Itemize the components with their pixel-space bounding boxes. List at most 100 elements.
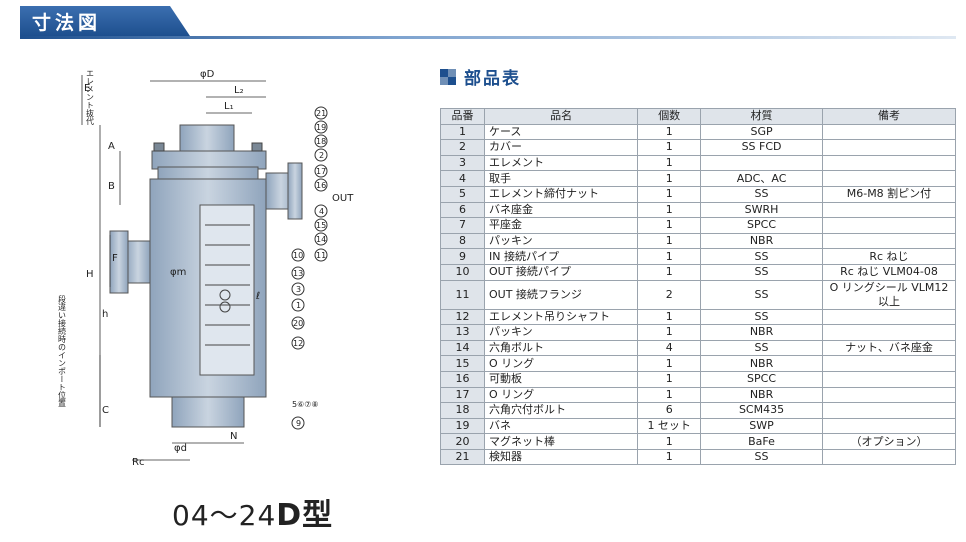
part-qty: 2 xyxy=(637,279,702,310)
part-qty: 1 xyxy=(637,139,702,156)
part-qty: 1 xyxy=(637,201,702,219)
banner-rule xyxy=(20,36,956,39)
model-caption: 04～24D型 xyxy=(172,490,333,534)
part-name: 六角穴付ボルト xyxy=(483,402,639,419)
callout-4: 4 xyxy=(319,207,324,216)
callout-12: 12 xyxy=(293,339,303,348)
parts-title: 部品表 xyxy=(464,69,521,89)
part-no: 9 xyxy=(440,248,485,265)
part-name: エレメント締付ナット xyxy=(483,185,639,203)
part-no: 2 xyxy=(440,139,485,156)
part-remarks xyxy=(821,201,957,219)
part-name: パッキン xyxy=(483,324,639,341)
part-name: 平座金 xyxy=(483,217,639,234)
part-name: 六角ボルト xyxy=(483,339,639,357)
section-title: 寸法図 xyxy=(32,12,102,34)
part-name: カバー xyxy=(483,139,639,156)
part-no: 17 xyxy=(440,386,485,404)
part-material: SS xyxy=(700,185,823,203)
part-remarks xyxy=(821,232,957,250)
part-remarks xyxy=(821,386,957,404)
dim-phim: φm xyxy=(170,267,186,278)
part-qty: 1 xyxy=(637,324,702,341)
dim-F: F xyxy=(112,253,118,264)
part-qty: 1 xyxy=(637,154,702,172)
callout-1: 1 xyxy=(296,301,301,310)
part-qty: 1 xyxy=(637,448,702,466)
model-range: 04～24 xyxy=(172,499,277,532)
callout-11: 11 xyxy=(316,251,326,260)
part-name: 取手 xyxy=(483,170,639,187)
part-material: SS xyxy=(700,248,823,265)
part-name: IN 接続パイプ xyxy=(483,248,639,265)
part-no: 6 xyxy=(440,201,485,219)
dim-B: B xyxy=(108,181,115,192)
part-material: SS xyxy=(700,279,823,310)
part-name: OUT 接続フランジ xyxy=(483,279,639,310)
part-qty: 1 xyxy=(637,263,702,281)
dim-E: E xyxy=(84,83,90,94)
dimension-drawing: φD L₂ L₁ E A B F H h φm C φd Rc N ℓ OUT … xyxy=(58,69,355,468)
part-material: BaFe xyxy=(700,433,823,450)
part-remarks xyxy=(821,448,957,466)
part-qty: 1 xyxy=(637,170,702,187)
section-banner xyxy=(20,6,190,36)
dim-out: OUT xyxy=(332,193,354,204)
part-no: 14 xyxy=(440,339,485,357)
case-bottom xyxy=(171,396,245,428)
part-qty: 1 xyxy=(637,232,702,250)
part-remarks: M6-M8 割ピン付 xyxy=(821,185,957,203)
part-remarks xyxy=(821,217,957,234)
part-qty: 1 xyxy=(637,370,702,388)
part-no: 4 xyxy=(440,170,485,187)
part-material: SCM435 xyxy=(700,402,823,419)
col-header-qty: 個数 xyxy=(637,108,702,125)
dim-phiD: φD xyxy=(200,69,215,80)
part-qty: 4 xyxy=(637,339,702,357)
part-no: 19 xyxy=(440,417,485,435)
dim-A: A xyxy=(108,141,115,152)
dim-phid: φd xyxy=(174,443,187,454)
part-material: SWP xyxy=(700,417,823,435)
part-material: SS xyxy=(700,448,823,466)
part-remarks: Rc ねじ xyxy=(821,248,957,265)
part-name: バネ xyxy=(483,417,639,435)
part-material: SS FCD xyxy=(700,139,823,156)
part-remarks xyxy=(821,402,957,419)
part-qty: 1 xyxy=(637,185,702,203)
part-name: O リング xyxy=(483,355,639,372)
dim-C: C xyxy=(102,405,109,416)
part-name: O リング xyxy=(483,386,639,404)
callout-9: 9 xyxy=(296,419,301,428)
part-material: ADC、AC xyxy=(700,170,823,187)
part-qty: 6 xyxy=(637,402,702,419)
part-qty: 1 セット xyxy=(637,417,702,435)
callout-17: 17 xyxy=(316,167,326,176)
part-no: 3 xyxy=(440,154,485,172)
part-qty: 1 xyxy=(637,248,702,265)
part-remarks xyxy=(821,308,957,326)
model-type: D型 xyxy=(276,498,334,533)
cover xyxy=(151,150,267,170)
part-remarks xyxy=(821,417,957,435)
part-material: NBR xyxy=(700,324,823,341)
dim-Rc: Rc xyxy=(132,457,144,468)
part-no: 15 xyxy=(440,355,485,372)
part-remarks: ナット、バネ座金 xyxy=(821,339,957,357)
parts-heading: 部品表 xyxy=(440,64,521,89)
part-remarks: O リングシール VLM12 以上 xyxy=(821,279,957,310)
callout-5-8: 5⑥⑦⑧ xyxy=(292,400,319,409)
